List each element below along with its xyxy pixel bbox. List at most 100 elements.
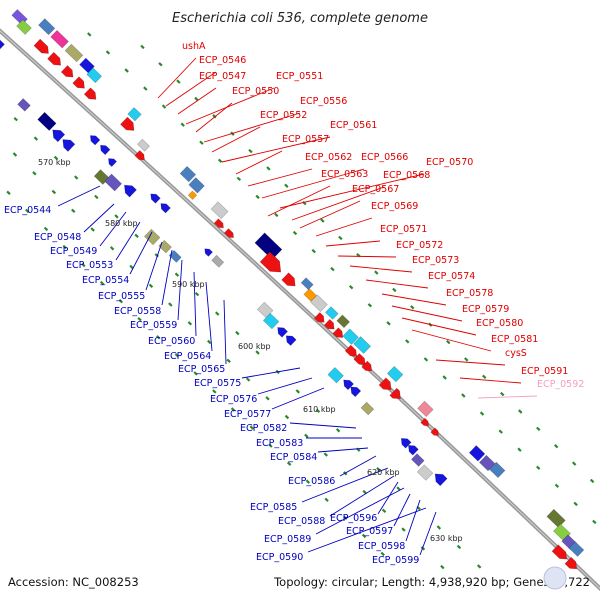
gene-feature[interactable] xyxy=(406,442,419,456)
gene-feature[interactable] xyxy=(546,508,566,528)
gene-label[interactable]: ECP_0583 xyxy=(256,438,303,449)
gene-feature[interactable] xyxy=(325,306,339,320)
gene-label[interactable]: ECP_0590 xyxy=(256,552,303,563)
gene-label[interactable]: ECP_0568 xyxy=(383,170,430,181)
gene-label[interactable]: ECP_0548 xyxy=(34,232,81,243)
gene-label[interactable]: ECP_0576 xyxy=(210,394,257,405)
gene-feature[interactable] xyxy=(389,387,404,402)
gene-label[interactable]: ECP_0584 xyxy=(270,452,317,463)
gene-label[interactable]: ECP_0589 xyxy=(264,534,311,545)
gene-label[interactable]: ECP_0592 xyxy=(537,379,584,390)
gene-feature[interactable] xyxy=(47,51,64,68)
gene-label[interactable]: ECP_0555 xyxy=(98,291,145,302)
zoom-control[interactable] xyxy=(543,566,567,590)
gene-label[interactable]: ECP_0581 xyxy=(491,334,538,345)
gene-feature[interactable] xyxy=(300,277,314,291)
gene-label[interactable]: ECP_0570 xyxy=(426,157,473,168)
gene-feature[interactable] xyxy=(134,150,147,163)
gene-feature[interactable] xyxy=(344,344,359,359)
gene-label[interactable]: ECP_0551 xyxy=(276,71,323,82)
gene-feature[interactable] xyxy=(417,400,434,418)
gene-feature[interactable] xyxy=(213,218,225,230)
gene-feature[interactable] xyxy=(353,353,368,368)
zoom-circle[interactable] xyxy=(543,566,567,590)
gene-feature[interactable] xyxy=(64,43,84,63)
gene-feature[interactable] xyxy=(17,98,31,112)
gene-feature[interactable] xyxy=(83,87,99,103)
gene-label[interactable]: ECP_0567 xyxy=(352,184,399,195)
gene-label[interactable]: ECP_0575 xyxy=(194,378,241,389)
gene-label[interactable]: ECP_0564 xyxy=(164,351,211,362)
gene-feature[interactable] xyxy=(137,138,150,152)
gene-feature[interactable] xyxy=(398,435,412,449)
gene-feature[interactable] xyxy=(283,333,297,346)
gene-feature[interactable] xyxy=(568,541,585,557)
gene-label[interactable]: ECP_0598 xyxy=(358,541,405,552)
gene-label[interactable]: ECP_0596 xyxy=(330,513,377,524)
gene-feature[interactable] xyxy=(341,377,354,391)
gene-feature[interactable] xyxy=(88,133,101,146)
gene-feature[interactable] xyxy=(49,126,66,143)
gene-feature[interactable] xyxy=(420,417,431,428)
gene-feature[interactable] xyxy=(262,312,280,330)
gene-label[interactable]: ECP_0547 xyxy=(199,71,246,82)
gene-feature[interactable] xyxy=(50,29,69,49)
gene-feature[interactable] xyxy=(254,232,283,260)
gene-label[interactable]: ECP_0577 xyxy=(224,409,271,420)
gene-label[interactable]: ECP_0579 xyxy=(462,304,509,315)
gene-feature[interactable] xyxy=(386,365,404,383)
gene-feature[interactable] xyxy=(332,327,346,341)
gene-label[interactable]: ECP_0544 xyxy=(4,205,51,216)
gene-feature[interactable] xyxy=(353,336,372,354)
gene-label[interactable]: ECP_0550 xyxy=(232,86,279,97)
gene-feature[interactable] xyxy=(309,294,328,313)
gene-feature[interactable] xyxy=(281,272,299,290)
gene-feature[interactable] xyxy=(259,251,286,277)
gene-feature[interactable] xyxy=(488,461,506,479)
gene-label[interactable]: ECP_0549 xyxy=(50,246,97,257)
gene-label[interactable]: ECP_0560 xyxy=(148,336,195,347)
gene-label[interactable]: ECP_0565 xyxy=(178,364,225,375)
gene-feature[interactable] xyxy=(143,228,161,246)
gene-feature[interactable] xyxy=(327,367,344,384)
gene-feature[interactable] xyxy=(188,177,205,194)
gene-label[interactable]: ECP_0574 xyxy=(428,271,475,282)
gene-feature[interactable] xyxy=(342,328,359,345)
gene-label[interactable]: ECP_0556 xyxy=(300,96,347,107)
gene-label[interactable]: ECP_0566 xyxy=(361,152,408,163)
gene-label[interactable]: ECP_0591 xyxy=(521,366,568,377)
gene-feature[interactable] xyxy=(564,556,580,572)
gene-feature[interactable] xyxy=(432,470,448,487)
gene-label[interactable]: ECP_0562 xyxy=(305,152,352,163)
gene-feature[interactable] xyxy=(38,18,56,36)
gene-label[interactable]: ECP_0569 xyxy=(371,201,418,212)
gene-feature[interactable] xyxy=(378,377,395,394)
gene-feature[interactable] xyxy=(211,254,225,268)
gene-label[interactable]: ECP_0585 xyxy=(250,502,297,513)
gene-feature[interactable] xyxy=(60,65,76,80)
gene-label[interactable]: ECP_0553 xyxy=(66,260,113,271)
gene-feature[interactable] xyxy=(121,182,137,198)
gene-feature[interactable] xyxy=(158,201,171,214)
gene-label[interactable]: ushA xyxy=(182,41,206,52)
gene-label[interactable]: ECP_0557 xyxy=(282,134,329,145)
gene-feature[interactable] xyxy=(256,301,274,319)
gene-feature[interactable] xyxy=(59,136,76,152)
gene-feature[interactable] xyxy=(551,544,570,563)
gene-feature[interactable] xyxy=(313,312,327,325)
gene-label[interactable]: ECP_0573 xyxy=(412,255,459,266)
gene-feature[interactable] xyxy=(210,201,229,220)
gene-feature[interactable] xyxy=(37,111,57,131)
gene-feature[interactable] xyxy=(0,36,5,51)
gene-label[interactable]: ECP_0571 xyxy=(380,224,427,235)
gene-label[interactable]: ECP_0558 xyxy=(114,306,161,317)
gene-label[interactable]: ECP_0586 xyxy=(288,476,335,487)
gene-label[interactable]: ECP_0552 xyxy=(260,110,307,121)
gene-feature[interactable] xyxy=(16,19,32,35)
gene-feature[interactable] xyxy=(275,325,288,338)
gene-feature[interactable] xyxy=(303,288,317,302)
gene-feature[interactable] xyxy=(223,228,235,240)
gene-feature[interactable] xyxy=(187,190,198,200)
gene-label[interactable]: ECP_0597 xyxy=(346,526,393,537)
gene-feature[interactable] xyxy=(106,156,118,168)
